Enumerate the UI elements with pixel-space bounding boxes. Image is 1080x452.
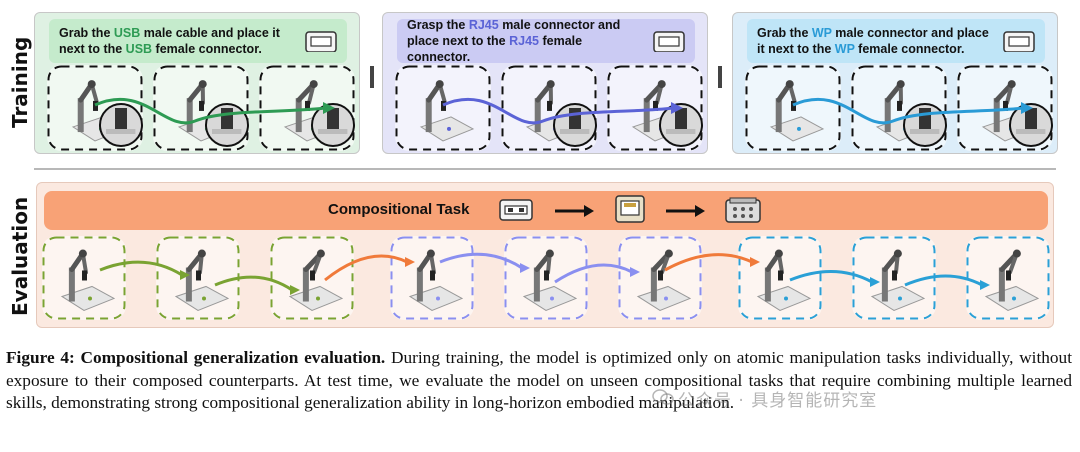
robot-arm-illustration	[522, 249, 578, 312]
connector-keyword: USB	[125, 42, 153, 56]
training-task-instruction: Grasp the RJ45 male connector and place …	[397, 18, 695, 64]
evaluation-section-label: Evaluation	[8, 196, 32, 316]
robot-arm-illustration	[174, 249, 230, 312]
instruction-text: male cable and place it next to the	[59, 26, 280, 56]
training-section-label: Training	[8, 36, 32, 128]
connector-keyword: WP	[834, 42, 855, 56]
section-divider	[34, 168, 1056, 170]
robot-arm-illustration	[756, 249, 812, 312]
instruction-text: male connector and place it next to the	[757, 26, 989, 56]
connector-keyword: RJ45	[468, 18, 499, 32]
evaluation-keyframe	[390, 236, 474, 320]
training-task-instruction: Grab the WP male connector and place it …	[747, 19, 1045, 63]
figure-caption: Figure 4: Compositional generalization e…	[6, 347, 1072, 415]
training-keyframe	[607, 65, 703, 151]
evaluation-keyframe	[966, 236, 1050, 320]
zoom-inset	[205, 103, 249, 147]
evaluation-keyframe	[618, 236, 702, 320]
caption-label: Figure 4:	[6, 348, 75, 367]
zoom-inset	[553, 103, 597, 147]
robot-arm-illustration	[419, 80, 475, 142]
compositional-task-label: Compositional Task	[328, 201, 470, 218]
evaluation-keyframe	[852, 236, 936, 320]
instruction-text: female connector.	[152, 42, 262, 56]
instruction-text: Grab the	[59, 26, 114, 40]
watermark-text: 公众号 · 具身智能研究室	[678, 391, 878, 411]
zoom-inset	[903, 103, 947, 147]
training-keyframe	[957, 65, 1053, 151]
evaluation-keyframe	[504, 236, 588, 320]
wechat-logo-icon	[652, 389, 674, 405]
caption-title: Compositional generalization evaluation.	[80, 348, 386, 367]
task-separator	[370, 66, 374, 88]
evaluation-keyframe	[738, 236, 822, 320]
training-keyframe	[153, 65, 249, 151]
task-separator	[718, 66, 722, 88]
compositional-task-bar	[44, 191, 1048, 230]
evaluation-keyframe	[42, 236, 126, 320]
robot-arm-illustration	[769, 80, 825, 142]
instruction-text: female connector.	[854, 42, 965, 56]
evaluation-keyframe	[270, 236, 354, 320]
robot-arm-illustration	[288, 249, 344, 312]
connector-keyword: USB	[113, 26, 141, 40]
training-keyframe	[395, 65, 491, 151]
caption-body: During training, the model is optimized …	[6, 348, 1072, 412]
instruction-text: Grab the	[757, 26, 812, 40]
instruction-text: female connector.	[407, 34, 583, 64]
training-keyframe	[47, 65, 143, 151]
connector-keyword: WP	[811, 26, 832, 40]
wp-connector-icon	[1003, 31, 1035, 52]
training-keyframe	[745, 65, 841, 151]
training-task-box: Grasp the RJ45 male connector and place …	[382, 12, 708, 154]
robot-arm-illustration	[636, 249, 692, 312]
training-keyframe	[259, 65, 355, 151]
training-task-box: Grab the WP male connector and place it …	[732, 12, 1058, 154]
usb-connector-icon	[305, 31, 337, 52]
zoom-inset	[1009, 103, 1053, 147]
instruction-text: Grasp the	[407, 18, 469, 32]
evaluation-keyframe	[156, 236, 240, 320]
zoom-inset	[99, 103, 143, 147]
connector-keyword: RJ45	[509, 34, 539, 48]
robot-arm-illustration	[870, 249, 926, 312]
training-task-instruction: Grab the USB male cable and place it nex…	[49, 19, 347, 63]
zoom-inset	[311, 103, 355, 147]
training-keyframe	[851, 65, 947, 151]
instruction-text: male connector and place next to the	[407, 18, 621, 48]
robot-arm-illustration	[60, 249, 116, 312]
rj45-connector-icon	[653, 31, 685, 52]
training-task-box: Grab the USB male cable and place it nex…	[34, 12, 360, 154]
robot-arm-illustration	[408, 249, 464, 312]
zoom-inset	[659, 103, 703, 147]
training-keyframe	[501, 65, 597, 151]
robot-arm-illustration	[984, 249, 1040, 312]
